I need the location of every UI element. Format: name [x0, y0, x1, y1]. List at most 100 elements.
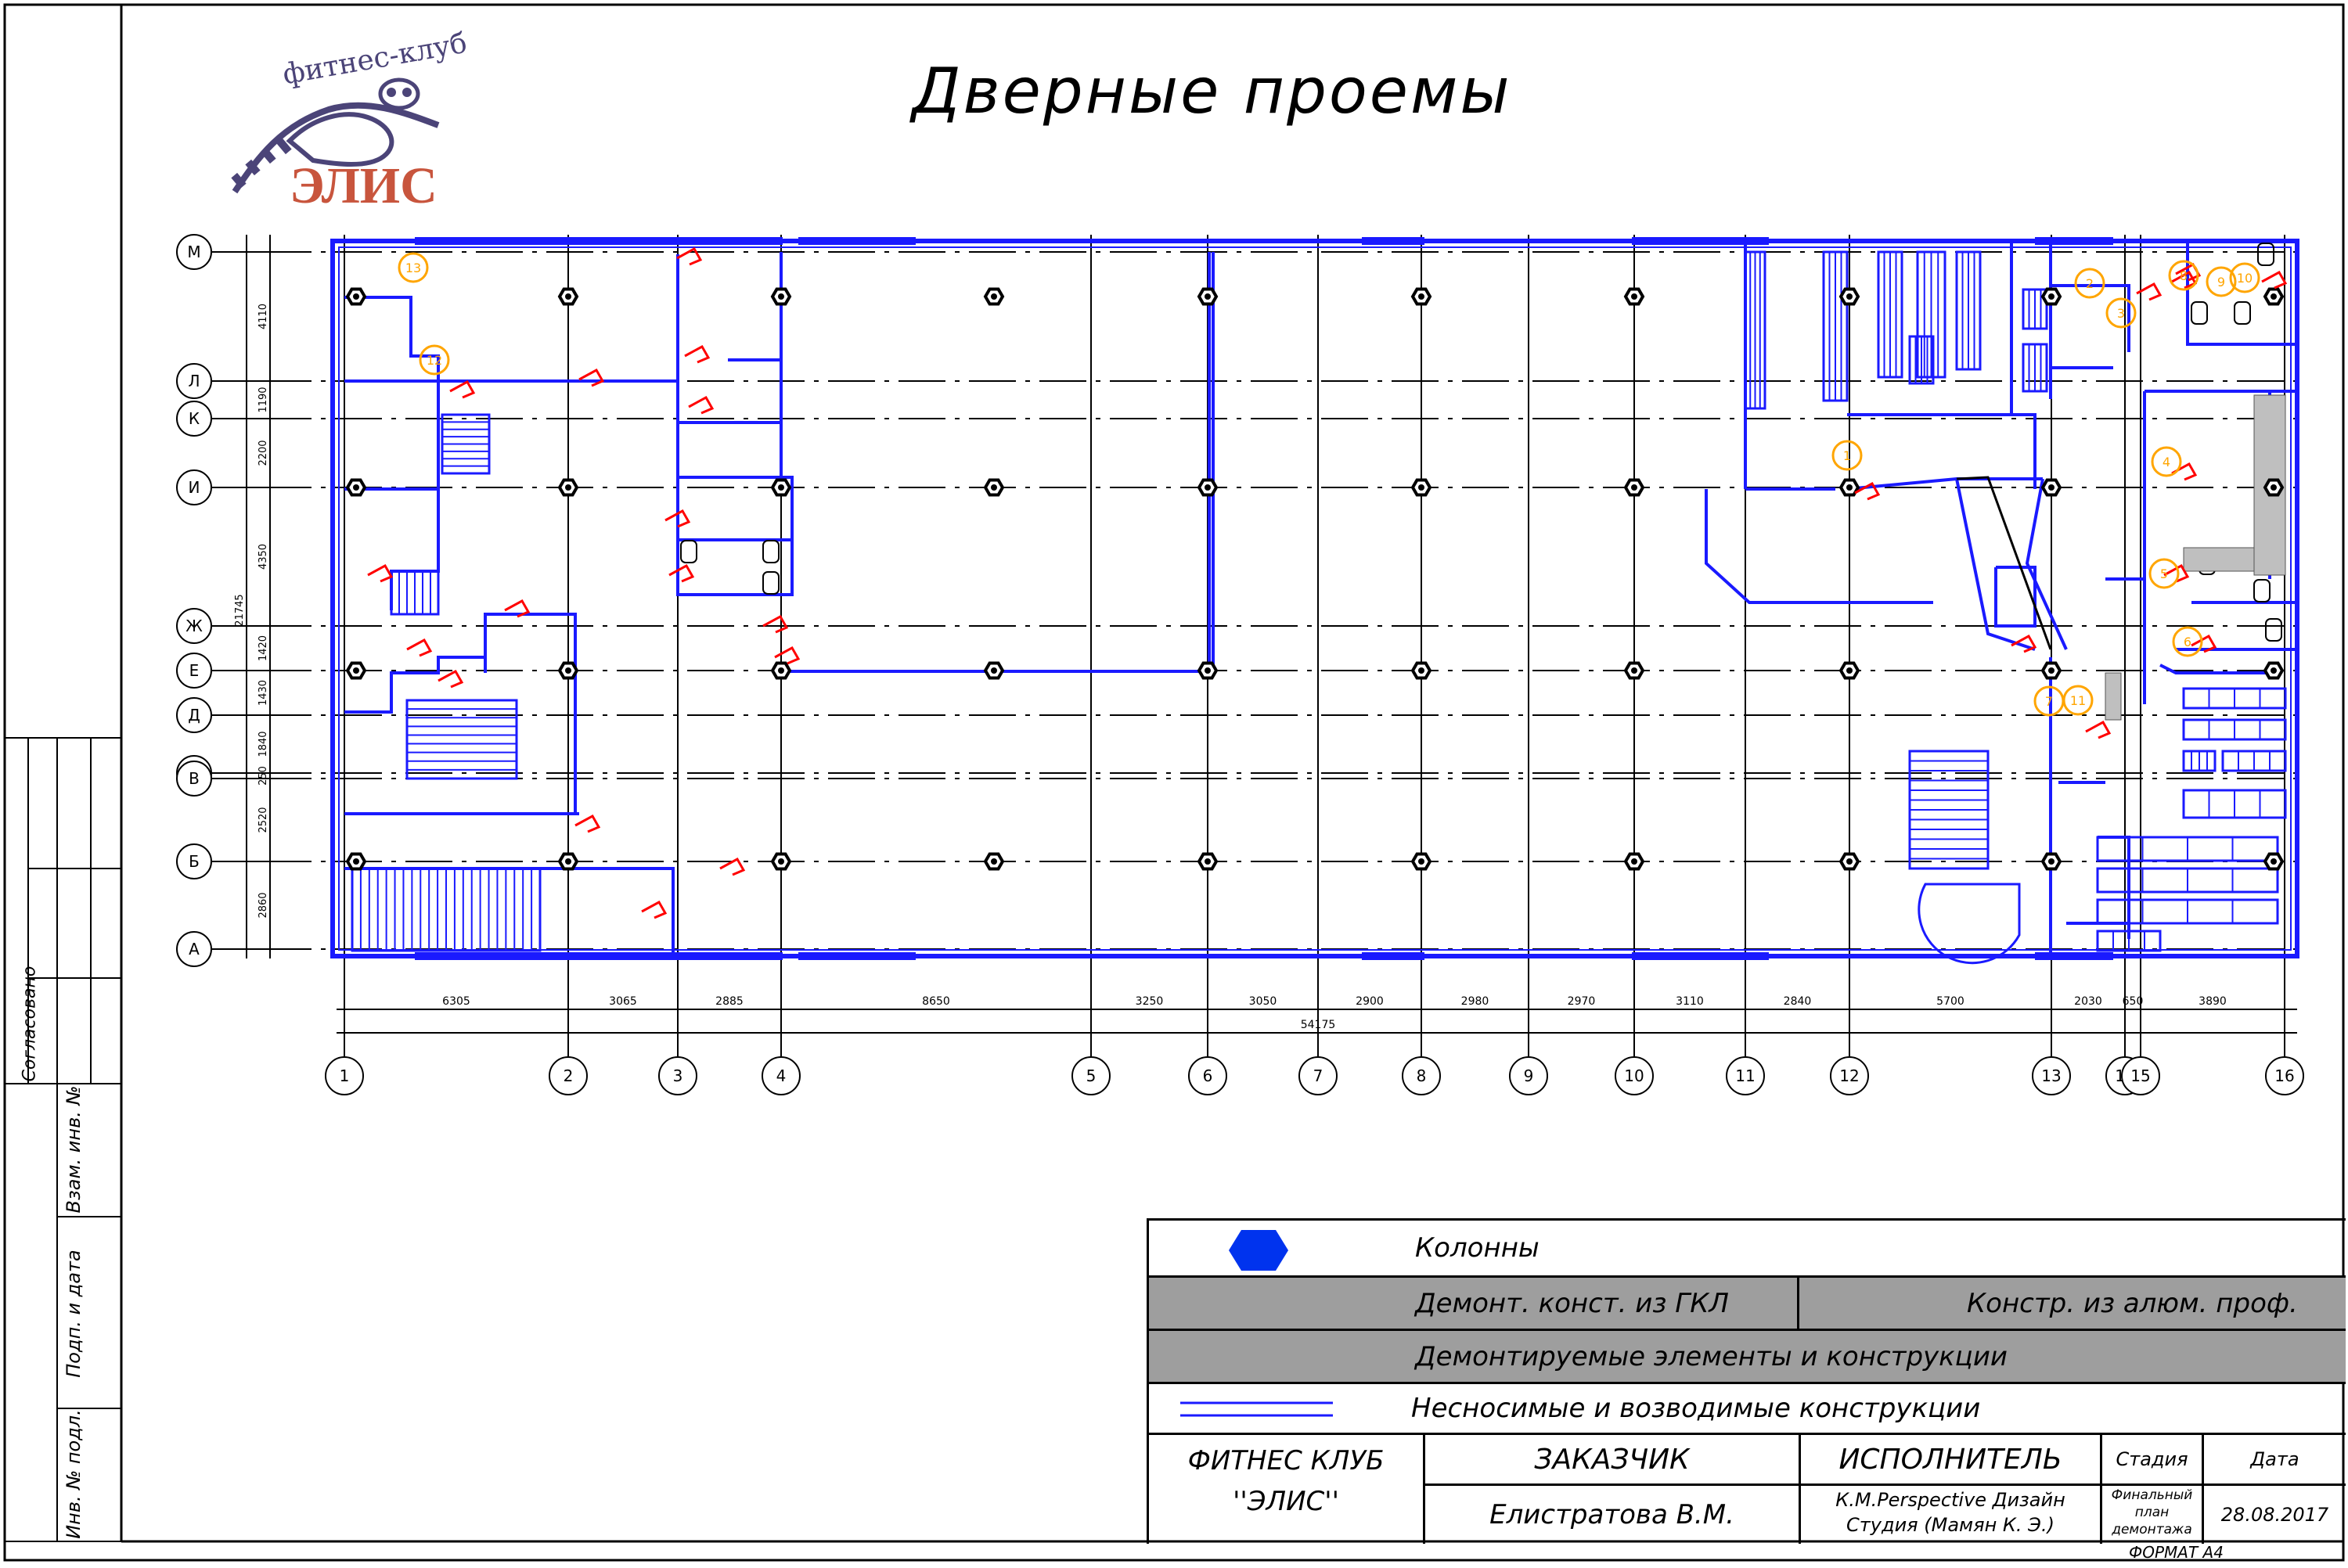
axis-letter-bubble — [176, 608, 212, 644]
door-number-text: 8 — [2180, 268, 2188, 283]
door-number-text: 2 — [2086, 276, 2094, 291]
door-swing — [641, 900, 668, 919]
raccoon-tail-icon — [232, 102, 440, 194]
door-swing — [2191, 634, 2217, 653]
dimensions: 4110119022004350142014301840250252028602… — [234, 235, 2297, 1041]
outer-wall-inner — [338, 246, 2292, 951]
legend-gkl-label: Демонт. конст. из ГКЛ — [1415, 1287, 1729, 1319]
spiral-stair — [1918, 883, 2021, 965]
partition — [2025, 478, 2068, 650]
stamp-stage-line2: план — [2134, 1505, 2170, 1520]
door-swing — [2163, 563, 2190, 583]
door-number-marker — [2206, 266, 2237, 297]
horizontal-dim-text: 650 — [2123, 995, 2144, 1008]
door-number-text: 9 — [2217, 275, 2225, 290]
hatched-wall — [2183, 547, 2255, 572]
vertical-dim-text: 2520 — [257, 807, 269, 833]
partition — [1705, 489, 1933, 604]
axis-number-bubble — [2032, 1056, 2071, 1095]
partition — [344, 867, 675, 956]
podp-label: Подп. и дата — [63, 1250, 85, 1378]
door-swing — [762, 614, 789, 634]
column-core — [1205, 293, 1211, 300]
toilet-fixture — [2257, 243, 2274, 266]
partition — [1994, 566, 2036, 628]
toilet-fixture — [2234, 301, 2251, 325]
toilet-fixture — [2265, 618, 2282, 642]
door-number-text: 13 — [405, 261, 421, 275]
door-swing — [574, 814, 601, 833]
column-core — [1631, 858, 1637, 865]
column-core — [778, 858, 784, 865]
column-core — [353, 667, 359, 674]
axis-number-bubble — [762, 1056, 801, 1095]
axis-number-bubble — [1726, 1056, 1765, 1095]
axis-letter-bubble — [176, 931, 212, 967]
stairs — [351, 413, 2021, 965]
column-core — [2048, 667, 2054, 674]
axis-letter-text: В — [189, 769, 200, 788]
raccoon-eye-icon — [402, 88, 412, 97]
door-number-marker — [2229, 262, 2260, 293]
vertical-total-text: 21745 — [234, 594, 246, 626]
column-core — [2048, 484, 2054, 491]
axis-number-text: 16 — [2274, 1066, 2294, 1085]
axis-number-bubble — [1830, 1056, 1869, 1095]
axis-number-bubble — [1509, 1056, 1548, 1095]
axis-letter-text: Б — [189, 852, 200, 871]
column-core — [778, 667, 784, 674]
column-core — [565, 293, 571, 300]
axis-number-bubble — [1188, 1056, 1227, 1095]
toilet-fixture — [2253, 579, 2271, 602]
vertical-dim-text: 2860 — [257, 892, 269, 918]
column-core — [2271, 858, 2277, 865]
column-core — [353, 858, 359, 865]
horizontal-dim-text: 2980 — [1461, 995, 1489, 1008]
door-number-text: 12 — [427, 353, 442, 368]
column-core — [565, 667, 571, 674]
page-title: Дверные проемы — [912, 55, 1512, 128]
legend-columns-label: Колонны — [1415, 1232, 1540, 1264]
axis-number-text: 8 — [1417, 1066, 1427, 1085]
raccoon-eye-icon — [387, 88, 396, 97]
axis-letter-bubble — [176, 697, 212, 733]
stamp-executor-line2: Студия (Мамян К. Э.) — [1846, 1514, 2054, 1536]
legend-row-nonbearing: Несносимые и возводимые конструкции — [1149, 1384, 2346, 1435]
horizontal-dim-text: 6305 — [442, 995, 470, 1008]
logo-name: ЭЛИС — [290, 157, 438, 214]
axis-number-text: 7 — [1313, 1066, 1323, 1085]
horizontal-dim-text: 2840 — [1784, 995, 1812, 1008]
column-core — [778, 484, 784, 491]
column-core — [778, 293, 784, 300]
horizontal-dim-text: 3110 — [1676, 995, 1704, 1008]
axis-letter-bubble — [176, 401, 212, 437]
door-number-marker — [2105, 297, 2137, 329]
partition — [2159, 664, 2270, 674]
legend-divider — [1797, 1278, 1799, 1329]
vertical-dim-text: 1420 — [257, 635, 269, 661]
axis-letter-text: Д — [188, 706, 200, 725]
column-core — [991, 667, 997, 674]
column-core — [565, 858, 571, 865]
horizontal-dim-text: 3065 — [609, 995, 637, 1008]
stair-flight — [405, 699, 518, 780]
format-label: ФОРМАТ А4 — [2129, 1543, 2224, 1562]
vertical-dim-text: 1840 — [257, 731, 269, 757]
partition — [344, 613, 577, 814]
door-number-marker — [2168, 260, 2199, 291]
axis-number-text: 1 — [340, 1066, 350, 1085]
column-core — [2048, 293, 2054, 300]
partition — [344, 296, 440, 381]
stamp-stage-label: Стадия — [2116, 1448, 2188, 1470]
stamp-stage-line1: Финальный — [2111, 1487, 2193, 1503]
horizontal-dim-text: 2900 — [1356, 995, 1384, 1008]
horizontal-dim-text: 3050 — [1249, 995, 1277, 1008]
column-core — [1418, 858, 1424, 865]
horizontal-dim-text: 5700 — [1936, 995, 1964, 1008]
door-swing — [406, 638, 433, 657]
toilet-fixture — [762, 540, 780, 563]
axis-number-text: 2 — [564, 1066, 574, 1085]
door-swing — [684, 344, 711, 364]
